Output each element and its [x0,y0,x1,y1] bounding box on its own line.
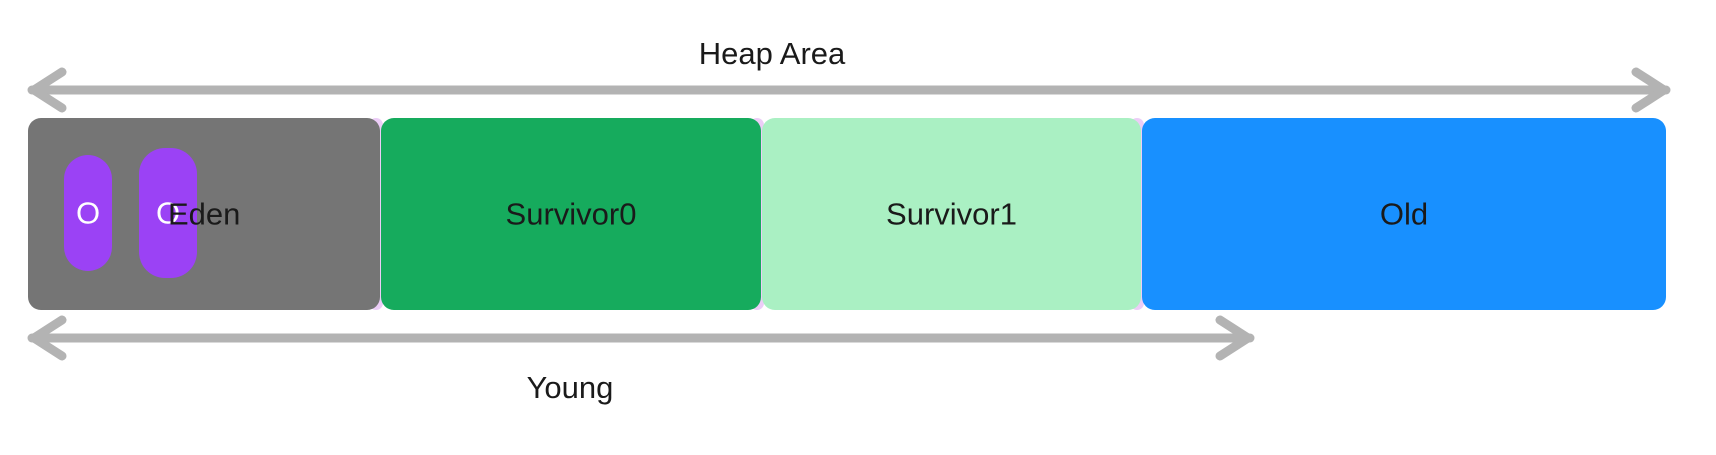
eden-object-0[interactable]: O [64,155,112,271]
block-eden-label: Eden [168,196,241,232]
heap-area-title: Heap Area [698,36,846,71]
block-survivor1-label: Survivor1 [886,196,1017,232]
eden-object-1-label: O [155,195,181,231]
block-survivor1[interactable]: Survivor1 [762,118,1141,310]
young-generation-span-arrow [27,315,1255,361]
generation-blocks: O O Eden Survivor0 Survivor1 Old [0,118,1716,310]
eden-object-1[interactable]: O [139,148,197,278]
block-old-label: Old [1379,196,1429,232]
block-old[interactable]: Old [1142,118,1666,310]
block-eden[interactable]: O O Eden [28,118,380,310]
block-survivor0-label: Survivor0 [505,196,637,232]
heap-area-span-arrow [27,67,1671,113]
block-survivor0[interactable]: Survivor0 [381,118,761,310]
eden-object-0-label: O [75,195,101,231]
young-generation-title: Young [526,370,614,405]
